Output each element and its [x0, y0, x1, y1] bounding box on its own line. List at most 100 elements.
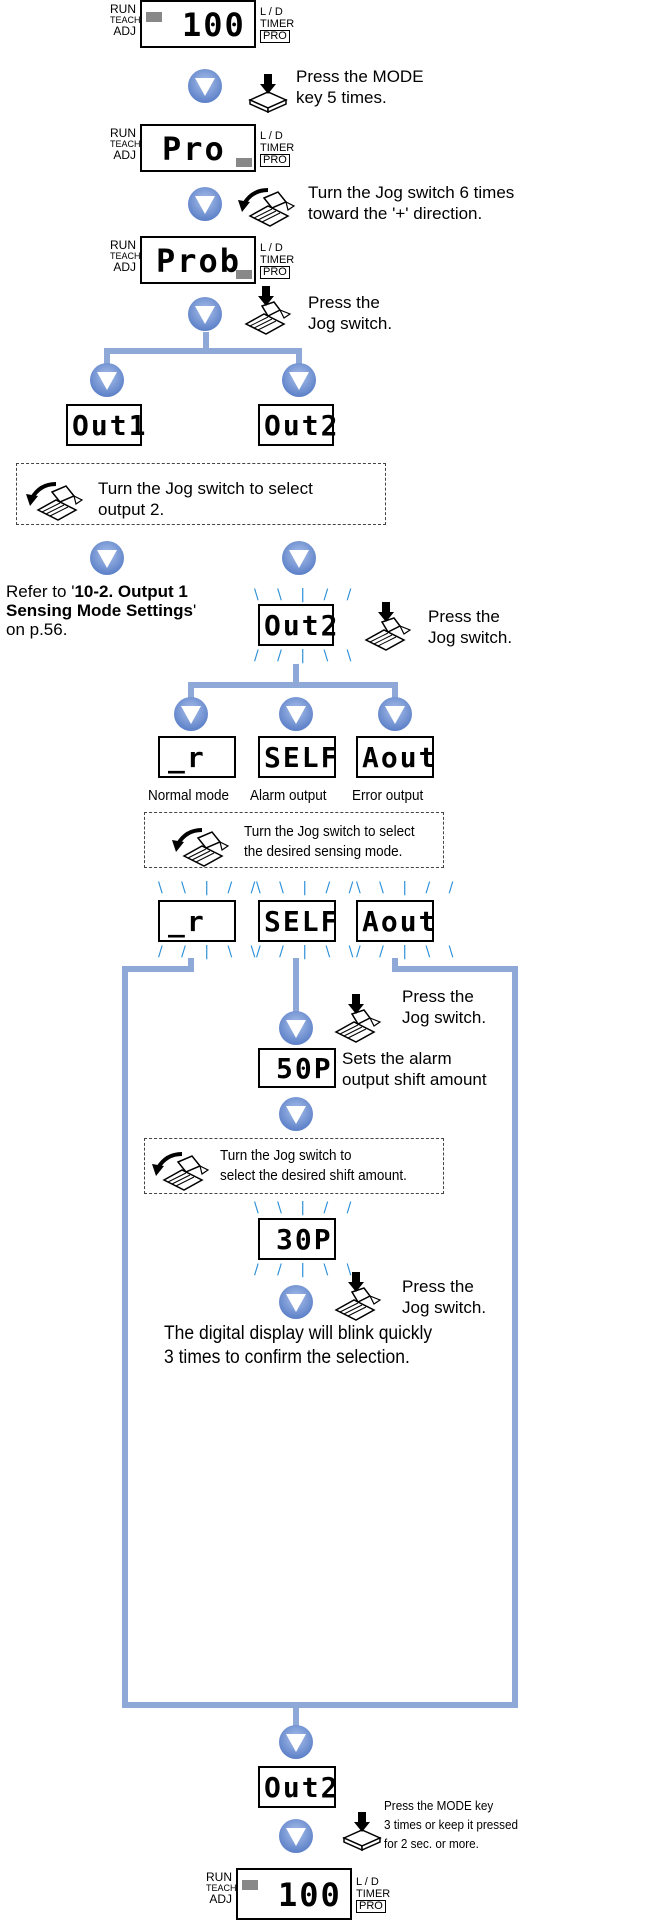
step5-text: Press the Jog switch. — [402, 987, 487, 1027]
ld-label: L / D — [260, 242, 283, 254]
teach-label: TEACH — [110, 139, 141, 149]
down-arrow-icon — [90, 363, 124, 397]
timer-label: TIMER — [260, 18, 295, 30]
lcd-value: _r — [168, 905, 206, 938]
mode-alarm-blink: SELF — [258, 900, 340, 942]
select-output-note: Turn the Jog switch to select output 2. — [98, 479, 313, 519]
panel-right-labels: L / D TIMER PRO — [260, 130, 294, 167]
refer-note: Refer to '10-2. Output 1 Sensing Mode Se… — [6, 582, 196, 639]
step6-text: Press the Jog switch. — [402, 1277, 487, 1317]
confirm-note: The digital display will blink quickly 3… — [164, 1323, 433, 1368]
down-arrow-icon — [188, 187, 222, 221]
lcd-value: SELF — [264, 741, 340, 774]
jog-turn-icon — [24, 482, 84, 522]
jog-press-icon — [365, 601, 411, 651]
lcd-value: Out2 — [264, 409, 340, 442]
down-arrow-icon — [282, 363, 316, 397]
jog-press-icon — [335, 1271, 381, 1321]
timer-label: TIMER — [356, 1888, 391, 1900]
lcd-value: _r — [168, 741, 206, 774]
down-arrow-icon — [279, 1285, 313, 1319]
timer-label: TIMER — [260, 254, 295, 266]
down-arrow-icon — [279, 1097, 313, 1131]
flow-line — [188, 682, 194, 700]
blink-rays-icon: / / | \ \ — [254, 1262, 359, 1278]
pro-label: PRO — [260, 266, 290, 279]
select-output-note-box — [16, 463, 386, 525]
timer-indicator-icon — [236, 270, 252, 279]
lcd-value: Out2 — [264, 609, 340, 642]
run-label: RUN — [206, 1870, 232, 1884]
sensor-panel-bottom: RUN TEACH ADJ 100 L / D TIMER PRO — [206, 1868, 406, 1920]
sensor-panel-pro: RUN TEACH ADJ Pro L / D TIMER PRO — [110, 124, 310, 176]
flow-line — [203, 332, 209, 354]
run-label: RUN — [110, 2, 136, 16]
step3-text: Press the Jog switch. — [308, 293, 393, 333]
flow-line — [188, 682, 398, 688]
refer-section-link: 10-2. Output 1 Sensing Mode Settings — [6, 582, 194, 620]
lcd-value: 100 — [182, 6, 246, 44]
down-arrow-icon — [378, 697, 412, 731]
mode-normal-display: _r — [158, 736, 236, 778]
blink-rays-icon: / / | \ \ — [254, 648, 359, 664]
mode-alarm-display: SELF — [258, 736, 340, 778]
jog-turn-icon — [236, 188, 296, 228]
select-mode-note-box — [144, 812, 444, 868]
down-arrow-icon — [279, 1725, 313, 1759]
sensor-panel-prob: RUN TEACH ADJ Prob L / D TIMER PRO — [110, 236, 310, 288]
lcd-value: Out1 — [72, 409, 148, 442]
step4-text: Press the Jog switch. — [428, 607, 513, 647]
teach-label: TEACH — [110, 251, 141, 261]
lcd-value: Aout — [362, 905, 438, 938]
flow-line — [188, 958, 194, 970]
panel-lcd: 100 — [140, 0, 256, 48]
sensor-panel-top: RUN TEACH ADJ 100 L / D TIMER PRO — [110, 0, 310, 52]
panel-mode-labels: RUN TEACH ADJ — [206, 1870, 237, 1905]
blink-rays-icon: / / | \ \ — [356, 944, 461, 960]
shift-label: Sets the alarm output shift amount — [342, 1049, 487, 1089]
panel-mode-labels: RUN TEACH ADJ — [110, 2, 141, 37]
ld-label: L / D — [260, 6, 283, 18]
step1-text: Press the MODE key 5 times. — [296, 67, 424, 107]
mode-error-display: Aout — [356, 736, 438, 778]
pro-label: PRO — [260, 30, 290, 43]
ld-label: L / D — [260, 130, 283, 142]
blink-rays-icon: / / | \ \ — [158, 944, 263, 960]
panel-right-labels: L / D TIMER PRO — [260, 242, 294, 279]
blink-rays-icon: \ \ | / / — [254, 587, 359, 603]
blink-rays-icon: \ \ | / / — [256, 880, 361, 896]
lcd-value: 50P — [276, 1052, 333, 1085]
lcd-value: Pro — [162, 130, 226, 168]
mode-normal-blink: _r — [158, 900, 236, 942]
lcd-value: Aout — [362, 741, 438, 774]
mode-normal-label: Normal mode — [148, 787, 230, 804]
pro-label: PRO — [260, 154, 290, 167]
panel-lcd: Prob — [140, 236, 256, 284]
blink-rays-icon: / / | \ \ — [256, 944, 361, 960]
flow-line — [293, 664, 299, 686]
run-label: RUN — [110, 238, 136, 252]
adj-label: ADJ — [113, 260, 136, 274]
down-arrow-icon — [188, 297, 222, 331]
blink-rays-icon: \ \ | / / — [356, 880, 461, 896]
blink-rays-icon: \ \ | / / — [158, 880, 263, 896]
down-arrow-icon — [279, 1011, 313, 1045]
flow-line — [104, 348, 302, 354]
down-arrow-icon — [174, 697, 208, 731]
ld-label: L / D — [356, 1876, 379, 1888]
select-mode-note: Turn the Jog switch to select the desire… — [244, 823, 415, 860]
flow-line — [392, 966, 518, 972]
flow-line — [122, 966, 128, 1708]
flow-line — [104, 348, 110, 366]
lcd-value: SELF — [264, 905, 340, 938]
lcd-value: Prob — [156, 242, 242, 280]
down-arrow-icon — [188, 69, 222, 103]
out1-display: Out1 — [66, 404, 145, 446]
jog-turn-icon — [170, 828, 230, 868]
refer-prefix: Refer to ' — [6, 582, 75, 601]
down-arrow-icon — [279, 697, 313, 731]
blink-rays-icon: \ \ | / / — [254, 1200, 359, 1216]
press-key-icon — [249, 73, 287, 113]
press-key-icon — [343, 1811, 381, 1851]
teach-label: TEACH — [206, 1883, 237, 1893]
